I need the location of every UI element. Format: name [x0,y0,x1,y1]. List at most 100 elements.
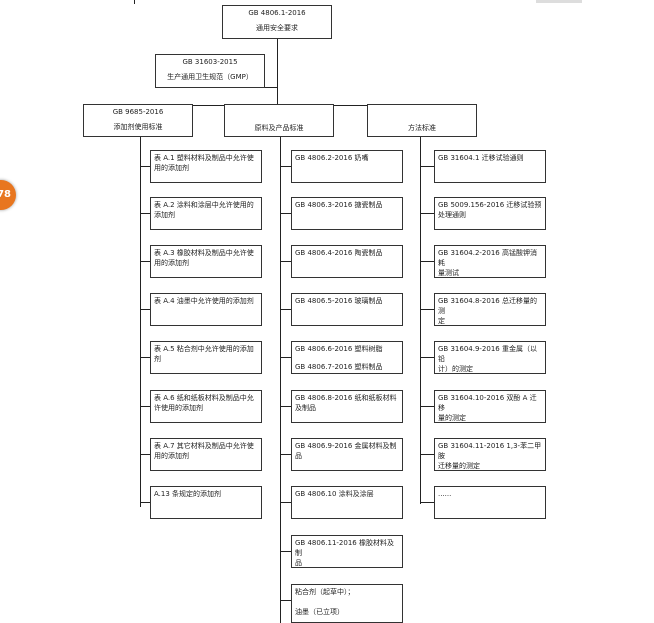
standard-title: 通用安全要求 [256,24,298,32]
item-connector [140,261,150,262]
standard-title: 添加剂使用标准 [113,123,163,131]
item-text-line: GB 31604.9-2016 重金属（以铅 [438,345,537,363]
standard-item-box: ...... [434,486,546,519]
item-connector [280,357,291,358]
standard-item-box: GB 4806.8-2016 纸和纸板材料及制品 [291,390,403,423]
standard-title: 原料及产品标准 [254,124,304,132]
item-connector [140,454,150,455]
floating-badge[interactable]: 78 [0,180,16,210]
item-connector [420,406,434,407]
standard-item-box: 表 A.2 涂料和涂层中允许使用的添加剂 [150,197,262,230]
item-connector [420,454,434,455]
method-standard-header: 方法标准 [367,104,477,137]
item-text-line: 品 [295,452,302,460]
general-safety-box: GB 4806.1-2016 通用安全要求 [222,5,332,39]
standard-item-box: 粘合剂（起草中）； 油墨（已立项） [291,584,403,623]
item-connector [280,406,291,407]
item-connector [280,600,291,601]
item-text-line: 计）的测定 [438,365,473,373]
standard-item-box: GB 4806.10 涂料及涂层 [291,486,403,519]
item-text-line: GB 4806.7-2016 塑料制品 [295,363,383,371]
item-text-line: 表 A.4 油墨中允许使用的添加剂 [154,297,254,305]
standard-item-box: GB 4806.5-2016 玻璃制品 [291,293,403,326]
item-text-line: 剂 [154,355,161,363]
standard-item-box: A.13 条规定的添加剂 [150,486,262,519]
standard-item-box: GB 4806.11-2016 橡胶材料及制品 [291,535,403,568]
item-text-line: 用的添加剂 [154,164,189,172]
standard-item-box: GB 4806.4-2016 陶瓷制品 [291,245,403,278]
item-text-line: 添加剂 [154,211,175,219]
item-text-line: 量测试 [438,269,459,277]
standard-item-box: GB 4806.3-2016 搪瓷制品 [291,197,403,230]
item-connector [280,213,291,214]
item-text-line: 处理通则 [438,211,466,219]
item-text-line: 用的添加剂 [154,452,189,460]
item-text-line: GB 4806.10 涂料及涂层 [295,490,374,498]
standard-item-box: GB 31604.10-2016 双酚 A 迁移量的测定 [434,390,546,423]
item-connector [280,309,291,310]
item-text-line: 表 A.7 其它材料及制品中允许使 [154,442,254,450]
item-text-line: GB 31604.1 迁移试验通则 [438,154,524,162]
item-connector [280,454,291,455]
item-text-line: ...... [438,490,452,498]
material-product-standard-header: 原料及产品标准 [224,104,334,137]
item-text-line: GB 31604.10-2016 双酚 A 迁移 [438,394,537,412]
item-text-line: 油墨（已立项） [295,608,344,616]
standard-code: GB 9685-2016 [112,108,164,116]
item-text-line: GB 4806.4-2016 陶瓷制品 [295,249,383,257]
item-text-line: 迁移量的测定 [438,462,480,470]
item-connector [140,213,150,214]
item-text-line: 粘合剂（起草中）； [295,588,355,596]
standard-item-box: GB 31604.2-2016 高锰酸钾消耗量测试 [434,245,546,278]
item-connector [140,166,150,167]
additive-standard-header: GB 9685-2016 添加剂使用标准 [83,104,193,137]
item-text-line: 表 A.5 粘合剂中允许使用的添加 [154,345,254,353]
item-connector [280,261,291,262]
item-connector [420,357,434,358]
connector [277,38,278,106]
standard-item-box: 表 A.7 其它材料及制品中允许使用的添加剂 [150,438,262,471]
item-text-line: 表 A.1 塑料材料及制品中允许使 [154,154,254,162]
item-text-line: 及制品 [295,404,316,412]
standard-item-box: 表 A.4 油墨中允许使用的添加剂 [150,293,262,326]
standard-item-box: 表 A.1 塑料材料及制品中允许使用的添加剂 [150,150,262,183]
standard-title: 生产通用卫生规范（GMP） [167,73,253,81]
item-text-line: 用的添加剂 [154,259,189,267]
item-text-line: GB 4806.5-2016 玻璃制品 [295,297,383,305]
item-connector [140,357,150,358]
standard-item-box: 表 A.3 橡胶材料及制品中允许使用的添加剂 [150,245,262,278]
standard-item-box: GB 31604.11-2016 1,3-苯二甲胺迁移量的测定 [434,438,546,471]
item-connector [280,551,291,552]
item-connector [420,213,434,214]
column-spine [140,137,141,507]
item-text-line: GB 4806.2-2016 奶嘴 [295,154,369,162]
standard-title: 方法标准 [408,124,436,132]
item-text-line: GB 4806.9-2016 金属材料及制 [295,442,397,450]
item-connector [280,502,291,503]
item-connector [420,261,434,262]
item-text-line: 表 A.6 纸和纸板材料及制品中允 [154,394,254,402]
standard-item-box: GB 5009.156-2016 迁移试验预处理通则 [434,197,546,230]
item-connector [420,309,434,310]
item-text-line: 表 A.3 橡胶材料及制品中允许使 [154,249,254,257]
item-text-line: GB 4806.3-2016 搪瓷制品 [295,201,383,209]
standard-item-box: 表 A.5 粘合剂中允许使用的添加剂 [150,341,262,374]
item-connector [420,166,434,167]
item-text-line: 定 [438,317,445,325]
item-connector [140,406,150,407]
connector [134,0,135,4]
standard-item-box: GB 31604.8-2016 总迁移量的测定 [434,293,546,326]
standard-item-box: GB 31604.1 迁移试验通则 [434,150,546,183]
item-text-line: GB 5009.156-2016 迁移试验预 [438,201,542,209]
item-text-line: GB 31604.2-2016 高锰酸钾消耗 [438,249,537,267]
standard-item-box: 表 A.6 纸和纸板材料及制品中允许使用的添加剂 [150,390,262,423]
gmp-box: GB 31603-2015 生产通用卫生规范（GMP） [155,54,265,88]
standard-code: GB 4806.1-2016 [248,9,306,17]
item-text-line: GB 4806.11-2016 橡胶材料及制 [295,539,394,557]
item-connector [420,502,434,503]
standard-item-box: GB 4806.9-2016 金属材料及制品 [291,438,403,471]
item-text-line: 品 [295,559,302,567]
item-text-line: A.13 条规定的添加剂 [154,490,222,498]
item-connector [280,166,291,167]
